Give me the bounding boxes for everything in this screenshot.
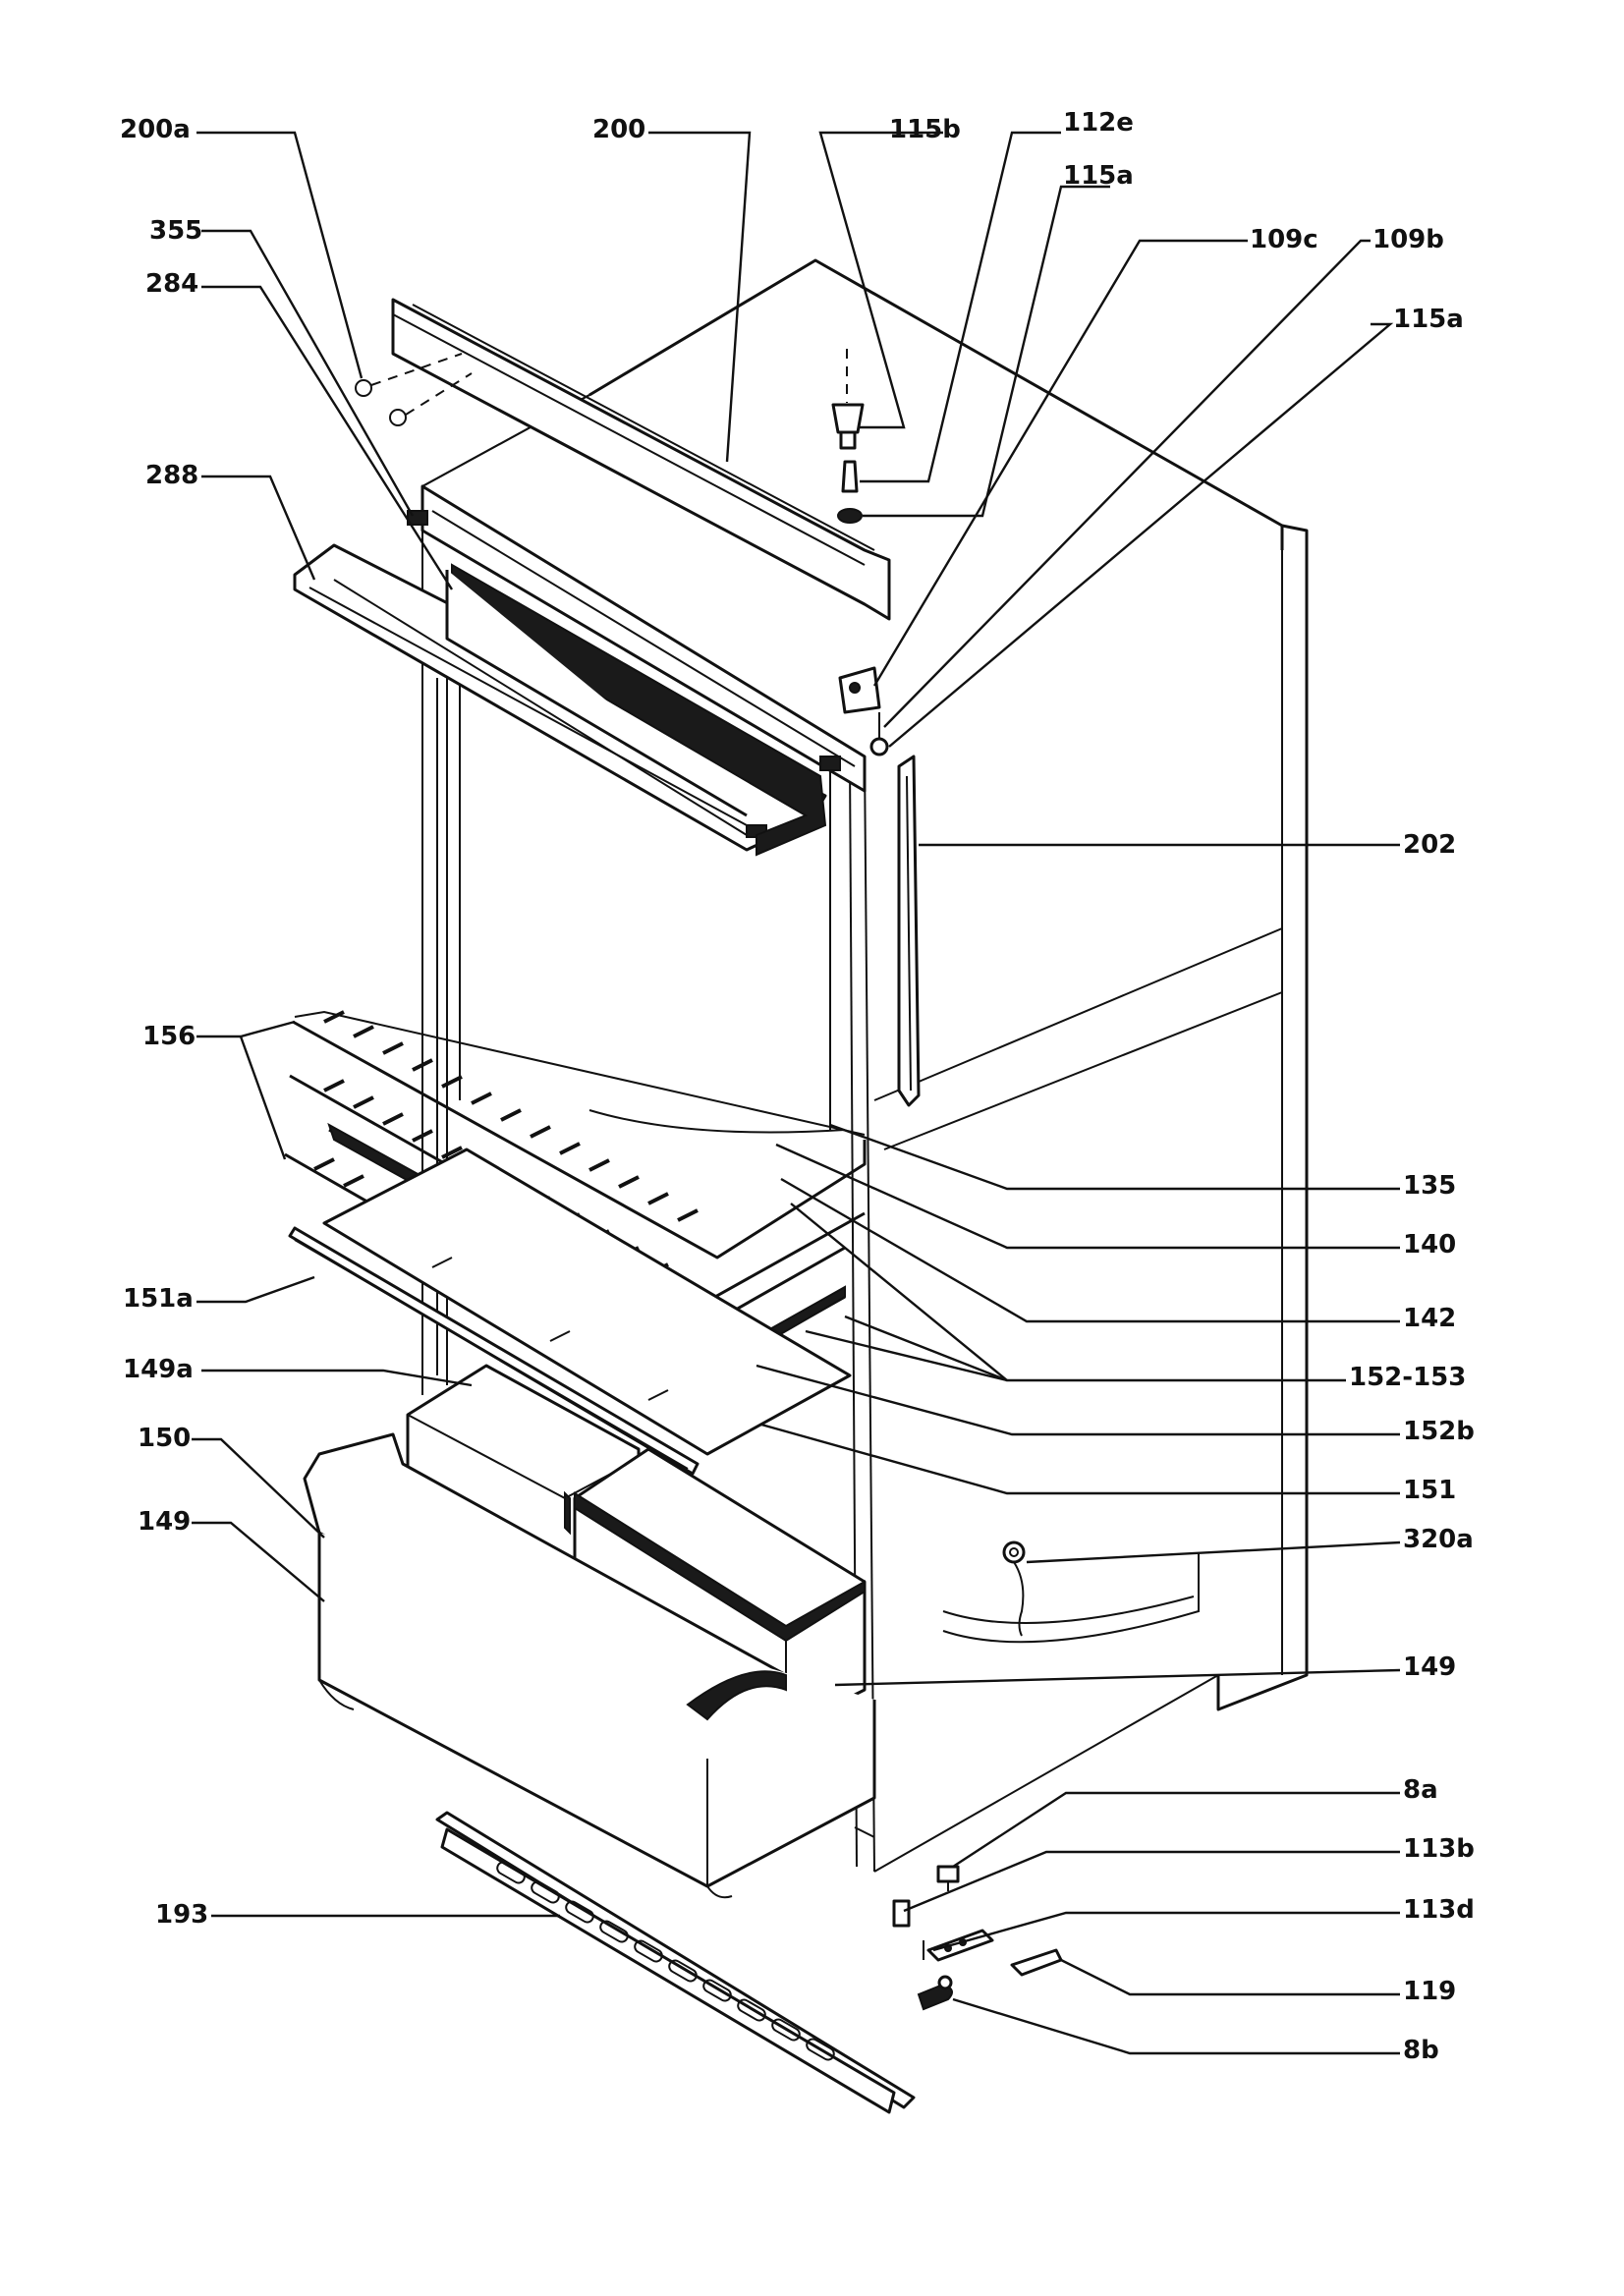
label-200: 200 (592, 115, 645, 144)
label-156: 156 (142, 1022, 196, 1051)
label-113d: 113d (1403, 1895, 1475, 1925)
label-200a: 200a (120, 115, 191, 144)
label-151: 151 (1403, 1476, 1456, 1505)
label-149-left: 149 (138, 1507, 191, 1537)
frame-355 (407, 484, 867, 793)
label-151a: 151a (123, 1284, 194, 1314)
label-149a: 149a (123, 1355, 194, 1384)
door-seal-202 (897, 755, 921, 1107)
wire-shelf-upper-156 (292, 1010, 867, 1260)
part-labels: 200a 200 115b 112e 115a 109c 109b 115a 3… (120, 108, 1475, 2065)
label-112e: 112e (1063, 108, 1134, 138)
label-115a-right: 115a (1393, 305, 1464, 334)
label-140: 140 (1403, 1230, 1456, 1260)
label-152-153: 152-153 (1349, 1363, 1466, 1392)
crisper-front-149-left (303, 1432, 876, 1899)
label-135: 135 (1403, 1171, 1456, 1201)
label-202: 202 (1403, 830, 1456, 860)
label-150: 150 (138, 1424, 191, 1453)
label-152b: 152b (1403, 1417, 1475, 1446)
kick-plate-193 (435, 1811, 916, 2114)
glass-shelf-151 (322, 1148, 852, 1456)
label-284: 284 (145, 269, 198, 299)
top-rail-200 (355, 298, 891, 621)
label-113b: 113b (1403, 1834, 1475, 1864)
shelf-rail-151a (288, 1226, 700, 1476)
label-115b: 115b (889, 115, 961, 144)
gasket-284 (445, 563, 827, 857)
label-320a: 320a (1403, 1525, 1474, 1554)
leader-lines (192, 131, 1401, 2055)
label-8a: 8a (1403, 1775, 1438, 1805)
label-142: 142 (1403, 1304, 1456, 1333)
label-149-right: 149 (1403, 1652, 1456, 1682)
label-355: 355 (149, 216, 202, 246)
label-119: 119 (1403, 1977, 1456, 2006)
label-193: 193 (155, 1900, 208, 1930)
label-115a-top: 115a (1063, 161, 1134, 191)
hinge-parts-top (831, 349, 889, 756)
label-288: 288 (145, 461, 198, 490)
label-109c: 109c (1250, 225, 1318, 254)
thermostat-320a (1002, 1540, 1026, 1637)
label-109b: 109b (1372, 225, 1444, 254)
label-8b: 8b (1403, 2036, 1439, 2065)
